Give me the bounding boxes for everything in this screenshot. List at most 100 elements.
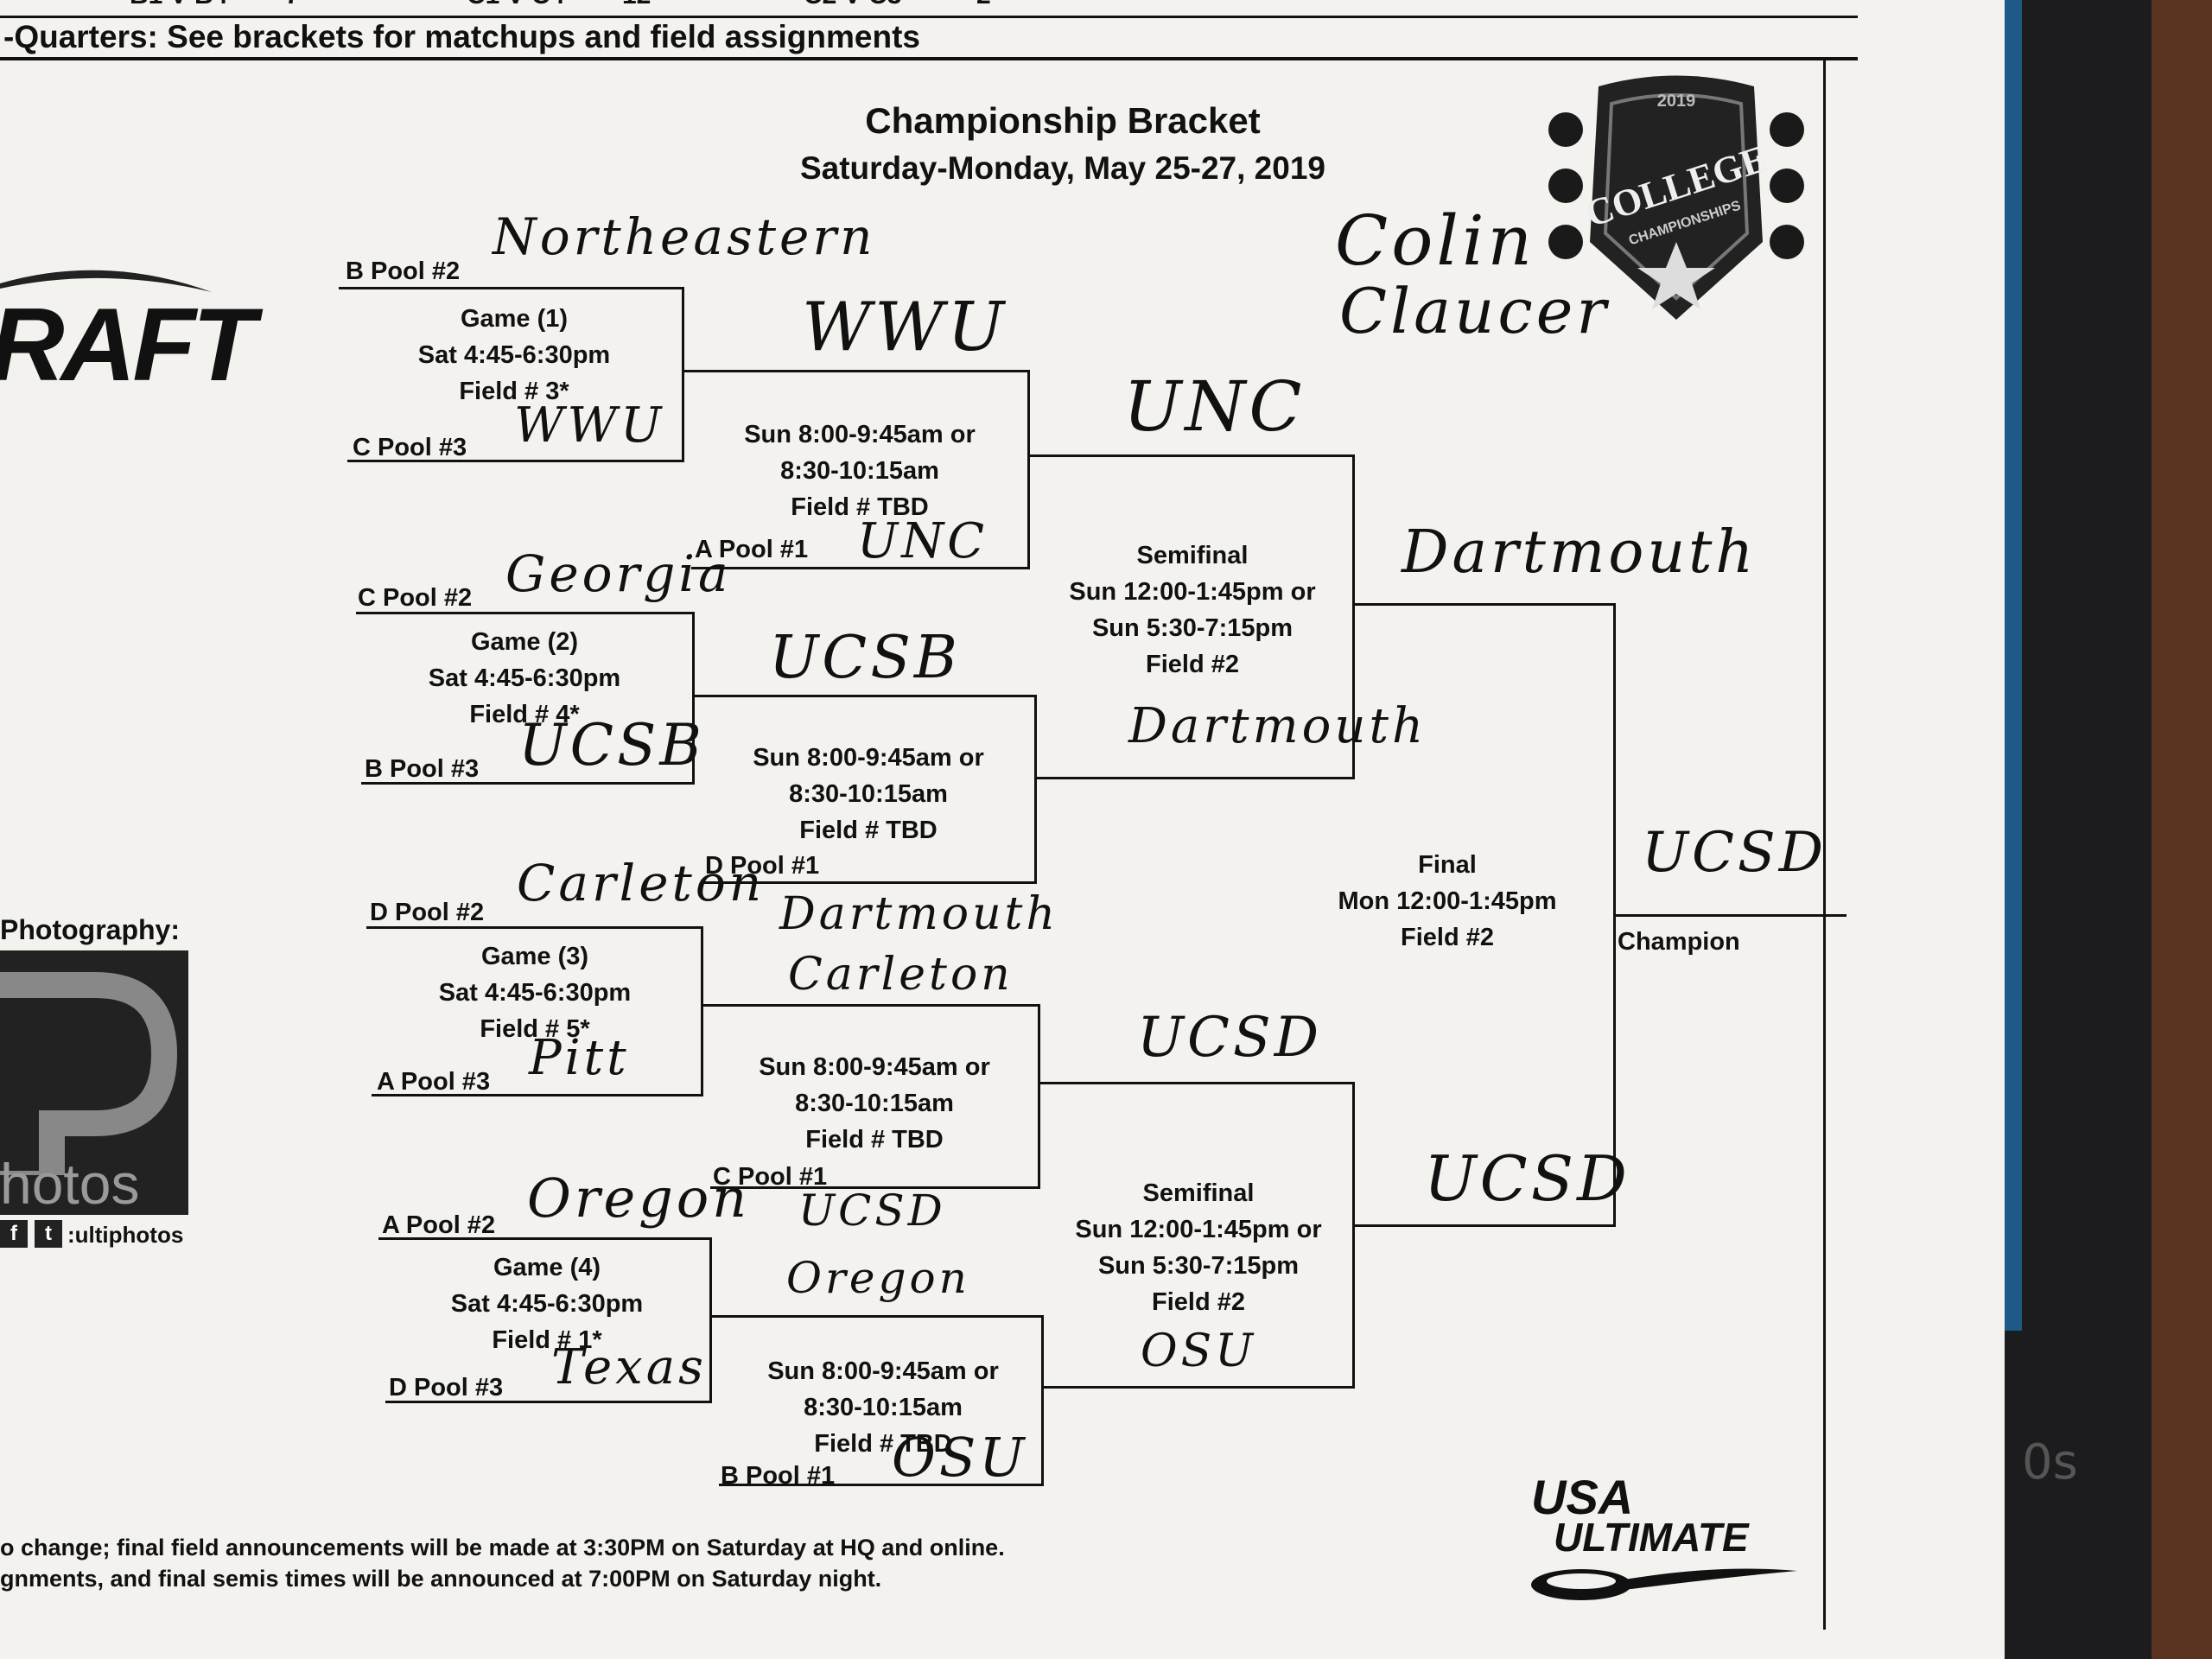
monitor-text: 0s [2022, 1434, 2078, 1491]
g3-bottom-seed: A Pool #3 [377, 1068, 491, 1096]
bracket-paper: B1 V B4 7 C1 V C4 12 C2 V C3 2 -Quarters… [0, 0, 2005, 1659]
g1-info: Game (1) Sat 4:45-6:30pm Field # 3* [389, 301, 639, 410]
s2-right-line [1352, 1082, 1355, 1389]
s1-line2: Sun 5:30-7:15pm [1091, 614, 1294, 642]
g4-bottom-team: Texas [551, 1339, 707, 1395]
g4-field: Field # 1* [492, 1326, 602, 1354]
final-info: Final Mon 12:00-1:45pm Field #2 [1313, 847, 1581, 956]
g4-bottom-seed: D Pool #3 [389, 1374, 504, 1402]
q2-bottom-seed: D Pool #1 [705, 852, 820, 880]
q2-bottom-team: Dartmouth [779, 888, 1058, 940]
handwritten-name-first: Colin [1335, 200, 1536, 281]
g2-field: Field # 4* [469, 701, 580, 728]
g1-time: Sat 4:45-6:30pm [417, 341, 611, 369]
g2-game: Game (2) [470, 628, 579, 656]
q1-line2: 8:30-10:15am [780, 457, 939, 485]
bracket-subtitle: Saturday-Monday, May 25-27, 2019 [799, 150, 1325, 186]
usa-logo-line1: USA [1531, 1470, 1634, 1524]
g1-bottom-seed: C Pool #3 [353, 434, 467, 461]
g4-bottom-line [385, 1401, 712, 1403]
q2-info: Sun 8:00-9:45am or 8:30-10:15am Field # … [730, 740, 1007, 849]
q4-right-line [1041, 1315, 1044, 1486]
q3-line2: 8:30-10:15am [795, 1090, 954, 1117]
facebook-icon: f [0, 1220, 28, 1248]
q1-bottom-team: UNC [857, 513, 988, 569]
twitter-icon: t [35, 1220, 62, 1248]
g1-top-team: Northeastern [493, 207, 876, 266]
q4-bottom-line [719, 1484, 1044, 1486]
s2-bottom-team: OSU [1141, 1325, 1257, 1377]
g2-top-line [356, 612, 695, 614]
table-cell: C1 V C4 [467, 0, 564, 10]
g2-time: Sat 4:45-6:30pm [428, 664, 621, 692]
handwritten-name-last: Claucer [1339, 275, 1610, 347]
g2-bottom-team: UCSB [518, 712, 705, 779]
g3-time: Sat 4:45-6:30pm [438, 979, 632, 1007]
logo-year: 2019 [1656, 92, 1696, 111]
q3-bottom-line [710, 1186, 1040, 1189]
q2-line3: Field # TBD [799, 817, 938, 844]
s2-top-team: UCSD [1137, 1006, 1323, 1070]
q4-line3: Field # TBD [814, 1430, 952, 1458]
q3-bottom-seed: C Pool #1 [713, 1163, 828, 1191]
q4-top-team: Oregon [786, 1253, 970, 1303]
q3-top-line [703, 1004, 1040, 1007]
g1-right-line [682, 287, 684, 462]
final-label: Final [1418, 851, 1477, 879]
g1-bottom-team: WWU [514, 397, 665, 454]
footer-note-1: o change; final field announcements will… [0, 1535, 1005, 1560]
background-desk: 0s [1970, 0, 2212, 1659]
q1-right-line [1027, 370, 1030, 569]
table-cell: B1 V B4 [130, 0, 227, 10]
photos-logo-text: hotos [0, 1152, 140, 1216]
quarters-note: -Quarters: See brackets for matchups and… [3, 19, 920, 54]
s2-bottom-line [1044, 1386, 1355, 1389]
g1-top-line [339, 287, 684, 289]
table-cell: 12 [622, 0, 651, 10]
s2-line3: Field #2 [1152, 1288, 1245, 1316]
q1-bottom-line [691, 567, 1030, 569]
g2-info: Game (2) Sat 4:45-6:30pm Field # 4* [399, 624, 650, 733]
q3-top-team: Carleton [788, 949, 1014, 1001]
g3-top-line [366, 926, 703, 929]
q1-info: Sun 8:00-9:45am or 8:30-10:15am Field # … [721, 416, 998, 525]
usa-logo-line2: ULTIMATE [1554, 1515, 1749, 1560]
s1-top-team: UNC [1123, 366, 1306, 447]
g4-top-seed: A Pool #2 [382, 1211, 496, 1239]
page-border-right [1823, 57, 1826, 1630]
q2-line2: 8:30-10:15am [789, 780, 948, 808]
s1-label: Semifinal [1136, 542, 1249, 569]
top-table: B1 V B4 7 C1 V C4 12 C2 V C3 2 [0, 0, 1858, 18]
g1-field: Field # 3* [459, 378, 569, 405]
s1-info: Semifinal Sun 12:00-1:45pm or Sun 5:30-7… [1050, 537, 1335, 683]
photography-label: Photography: [0, 914, 180, 945]
final-top-team: Dartmouth [1402, 518, 1758, 587]
footer-note-2: gnments, and final semis times will be a… [0, 1566, 882, 1592]
s2-line1: Sun 12:00-1:45pm or [1075, 1216, 1322, 1243]
q2-line1: Sun 8:00-9:45am or [753, 744, 984, 772]
s1-top-line [1030, 454, 1355, 457]
q2-right-line [1034, 695, 1037, 884]
s1-bottom-line [1037, 777, 1355, 779]
q1-top-team: WWU [802, 289, 1008, 366]
g3-bottom-line [372, 1094, 703, 1096]
g3-info: Game (3) Sat 4:45-6:30pm Field # 5* [410, 938, 660, 1047]
q2-top-team: UCSB [769, 624, 961, 692]
q3-right-line [1038, 1004, 1040, 1189]
q1-top-line [684, 370, 1030, 372]
q1-bottom-seed: A Pool #1 [695, 536, 809, 563]
q4-top-line [712, 1315, 1044, 1318]
q4-line1: Sun 8:00-9:45am or [767, 1357, 999, 1385]
g1-game: Game (1) [460, 305, 569, 333]
photos-logo: hotos [0, 950, 188, 1216]
g4-info: Game (4) Sat 4:45-6:30pm Field # 1* [422, 1249, 672, 1358]
g2-bottom-line [361, 782, 695, 785]
g2-bottom-seed: B Pool #3 [365, 755, 480, 783]
final-time: Mon 12:00-1:45pm [1338, 887, 1557, 915]
s2-line2: Sun 5:30-7:15pm [1097, 1252, 1300, 1280]
table-cell: C2 V C3 [804, 0, 901, 10]
wood-surface [2152, 0, 2212, 1659]
draft-logo-swoosh [0, 257, 216, 292]
q1-line1: Sun 8:00-9:45am or [744, 421, 976, 448]
q3-line3: Field # TBD [805, 1126, 944, 1154]
